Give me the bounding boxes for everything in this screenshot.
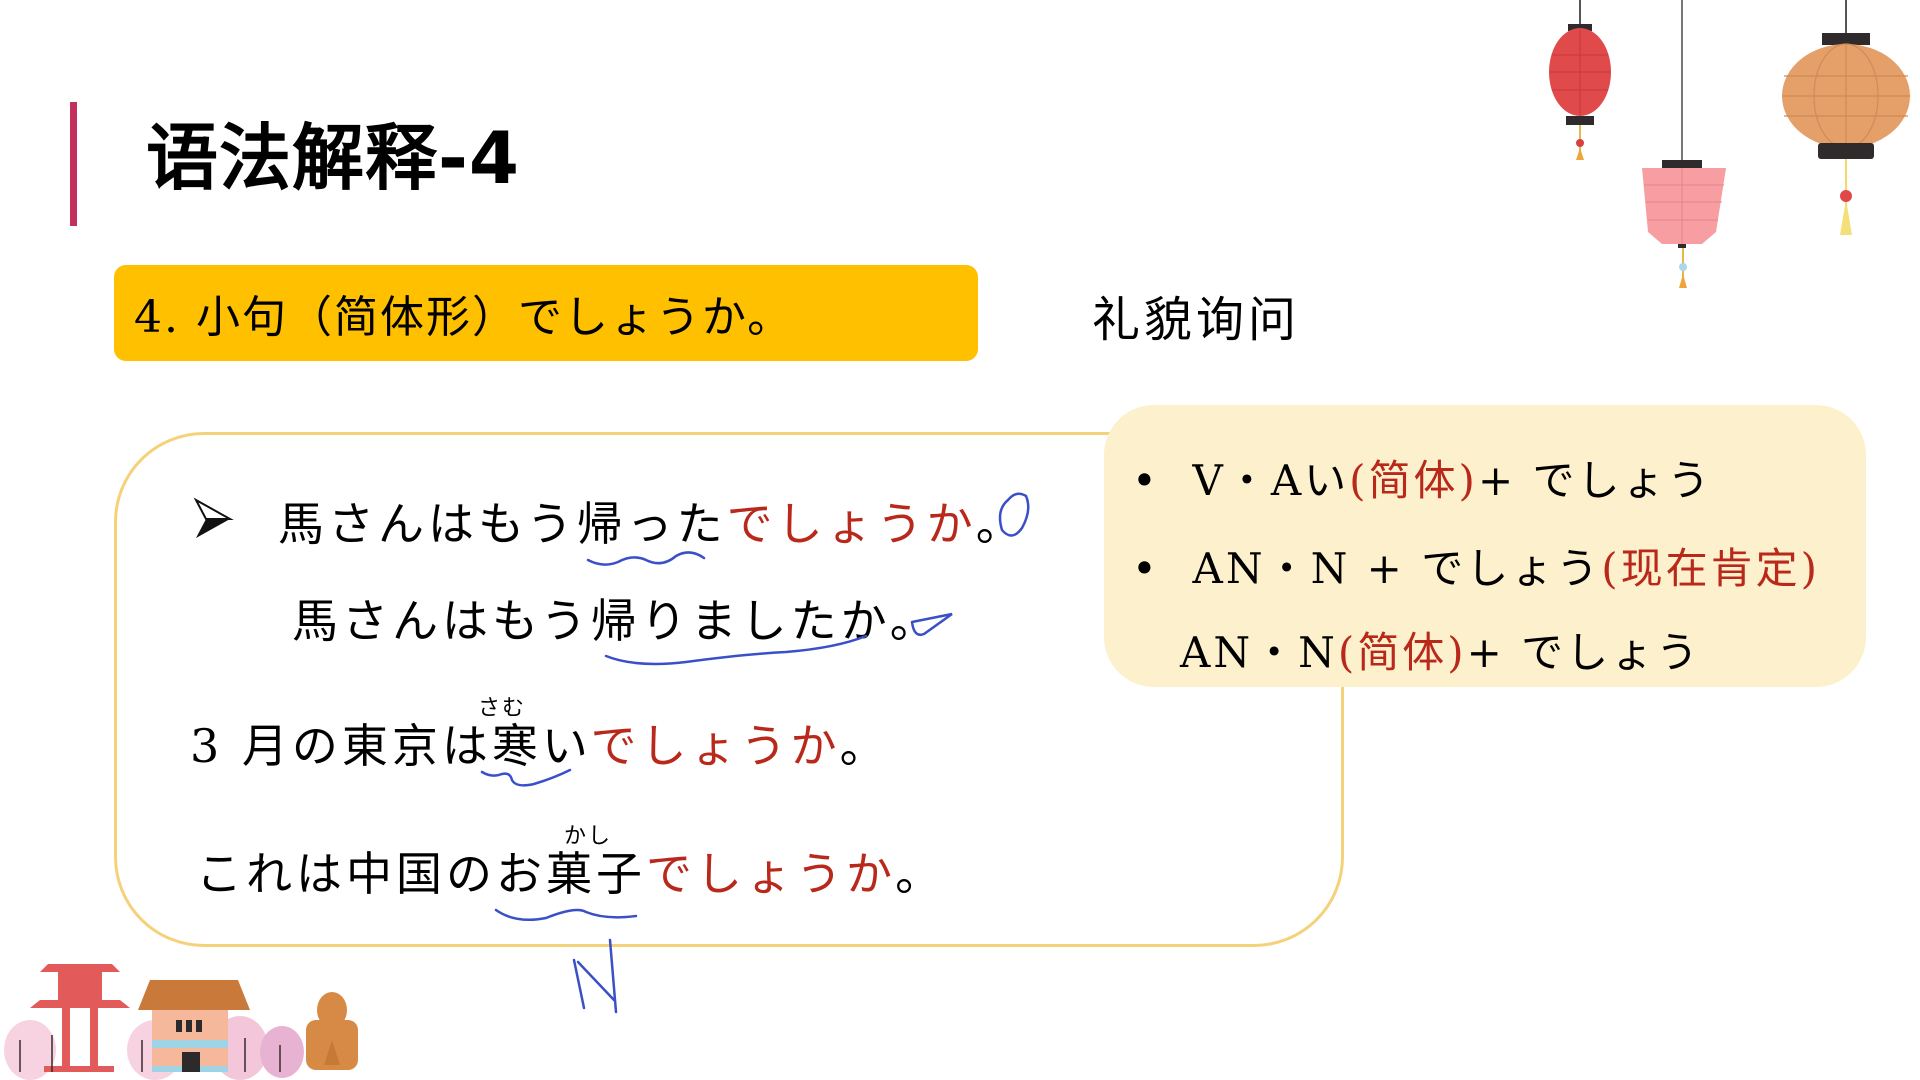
- rule-1-paren: (简体): [1349, 456, 1478, 505]
- example-3-plain: 3 月の東京は寒い: [190, 719, 591, 773]
- slide-title: 语法解释-4: [146, 116, 520, 200]
- example-4-end: 。: [895, 847, 946, 901]
- example-1-highlight: でしょうか: [726, 497, 976, 551]
- side-note: 礼貌询问: [1092, 292, 1301, 348]
- rule-3: AN・N(简体)+ でしょう: [1180, 619, 1701, 680]
- rule-3-suffix: + でしょう: [1466, 628, 1702, 677]
- example-3-end: 。: [839, 719, 890, 773]
- topic-text: 4. 小句（简体形）でしょうか。: [134, 292, 794, 343]
- example-2-plain: 馬さんはもう帰りましたか: [292, 594, 890, 648]
- ruby-kashi: かし: [564, 824, 613, 849]
- example-4-plain: これは中国のお菓子: [196, 847, 646, 901]
- title-accent-bar: [70, 102, 77, 226]
- rules-box: • V・Aい(简体)+ でしょう • AN・N + でしょう(现在肯定) AN・…: [1104, 405, 1866, 687]
- rule-1: • V・Aい(简体)+ でしょう: [1132, 447, 1712, 508]
- rule-1-prefix: V・Aい: [1192, 456, 1350, 505]
- example-2: 馬さんはもう帰りましたか。: [292, 585, 940, 651]
- rule-2: • AN・N + でしょう(现在肯定): [1132, 535, 1820, 596]
- example-4: これは中国のお菓子でしょうか。: [196, 838, 945, 904]
- ruby-samu: さむ: [478, 696, 527, 721]
- rule-3-paren: (简体): [1337, 628, 1467, 677]
- lanterns-decoration-icon: [1549, 0, 1910, 288]
- example-3-highlight: でしょうか: [590, 719, 840, 773]
- rule-2-bullet: •: [1132, 544, 1160, 593]
- topic-banner: 4. 小句（简体形）でしょうか。: [114, 265, 978, 361]
- example-1: 馬さんはもう帰ったでしょうか。: [278, 488, 1026, 554]
- rule-1-bullet: •: [1132, 456, 1160, 505]
- example-2-end: 。: [889, 594, 940, 648]
- rule-1-suffix: + でしょう: [1477, 456, 1713, 505]
- example-3: 3 月の東京は寒いでしょうか。: [190, 710, 890, 776]
- example-1-plain: 馬さんはもう帰った: [278, 497, 727, 551]
- arrow-bullet-icon: [193, 497, 234, 538]
- example-1-end: 。: [975, 497, 1026, 551]
- rule-2-note: (现在肯定): [1601, 544, 1820, 593]
- rule-2-prefix: AN・N + でしょう: [1192, 544, 1602, 593]
- rule-3-prefix: AN・N: [1180, 628, 1338, 677]
- example-4-highlight: でしょうか: [646, 847, 896, 901]
- temple-scenery-icon: [4, 964, 358, 1080]
